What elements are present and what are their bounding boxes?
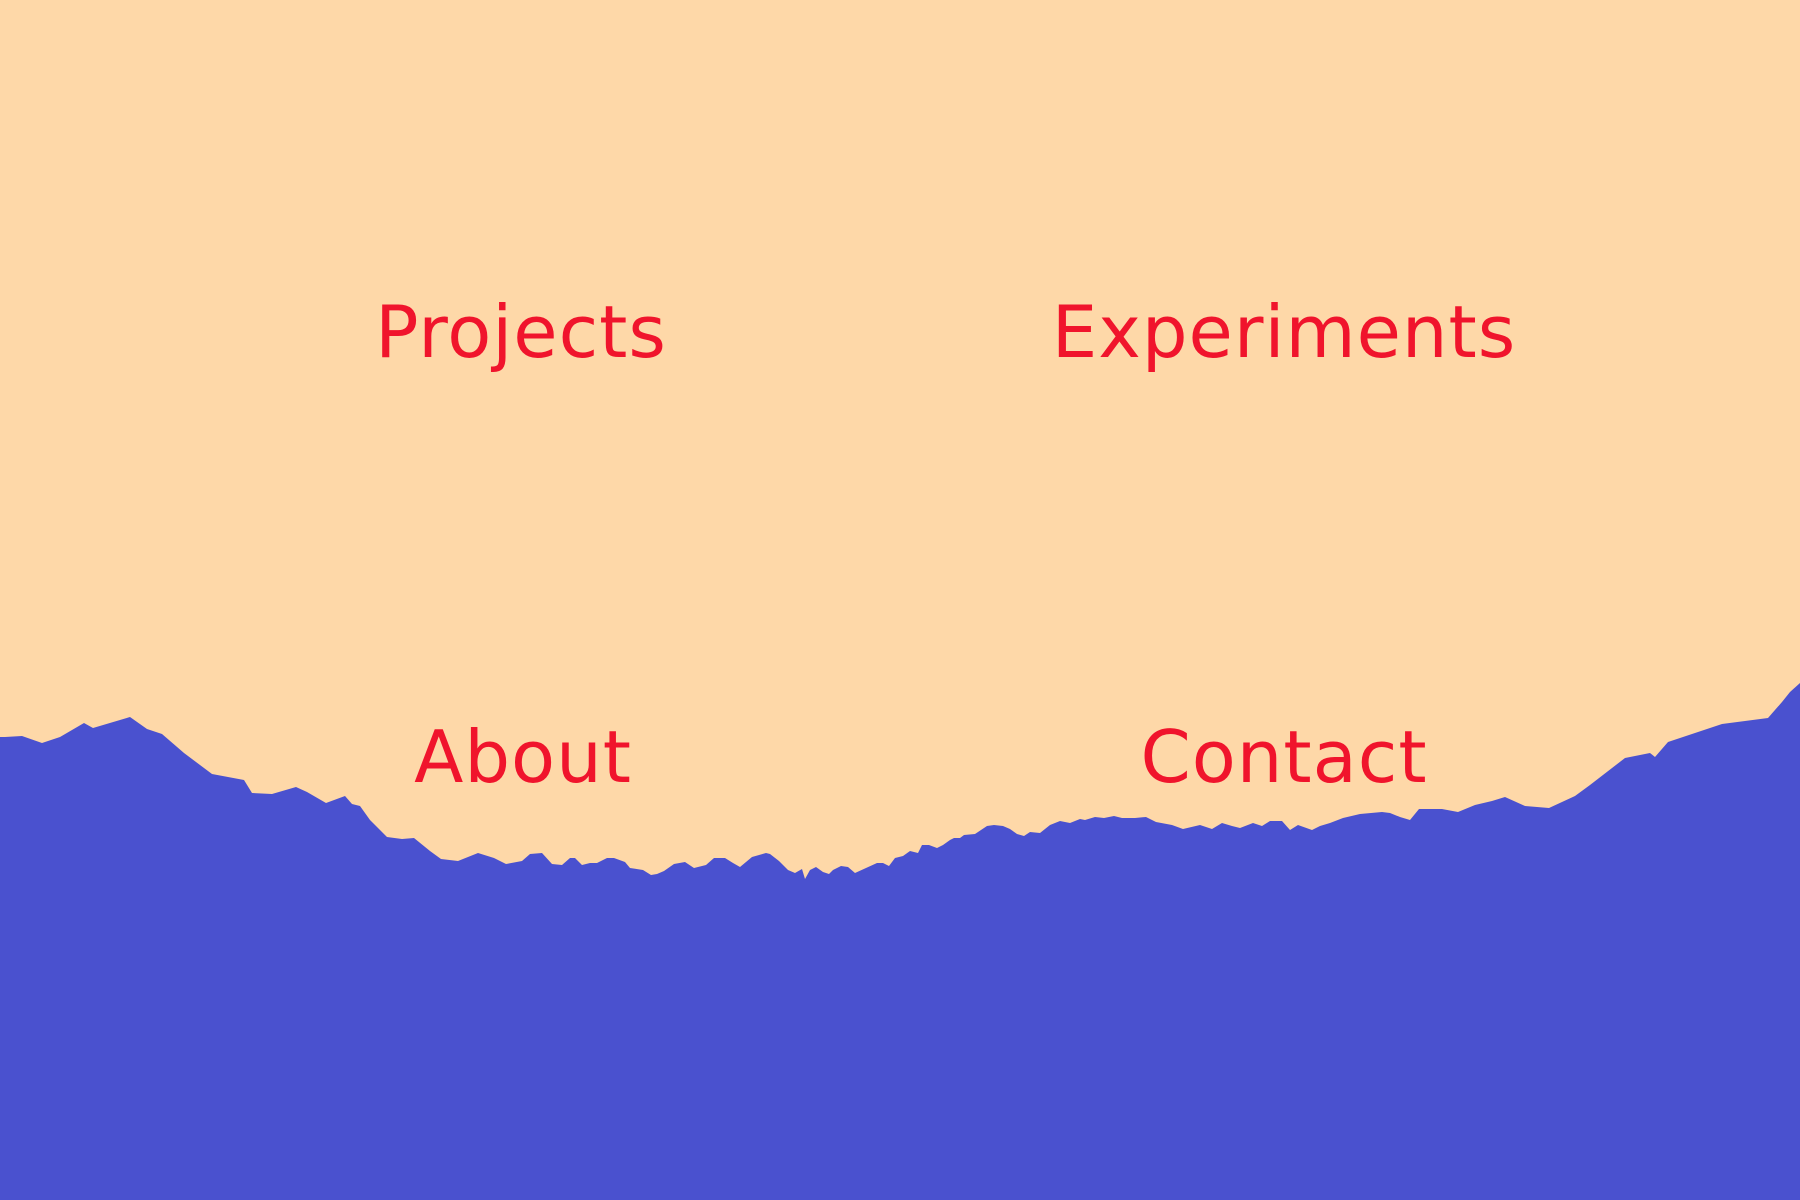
mountain-range-shape (0, 683, 1800, 1200)
nav-link-experiments[interactable]: Experiments (1051, 290, 1517, 374)
nav-link-contact[interactable]: Contact (1140, 715, 1428, 799)
nav-link-projects[interactable]: Projects (375, 290, 667, 374)
nav-link-about[interactable]: About (414, 715, 632, 799)
